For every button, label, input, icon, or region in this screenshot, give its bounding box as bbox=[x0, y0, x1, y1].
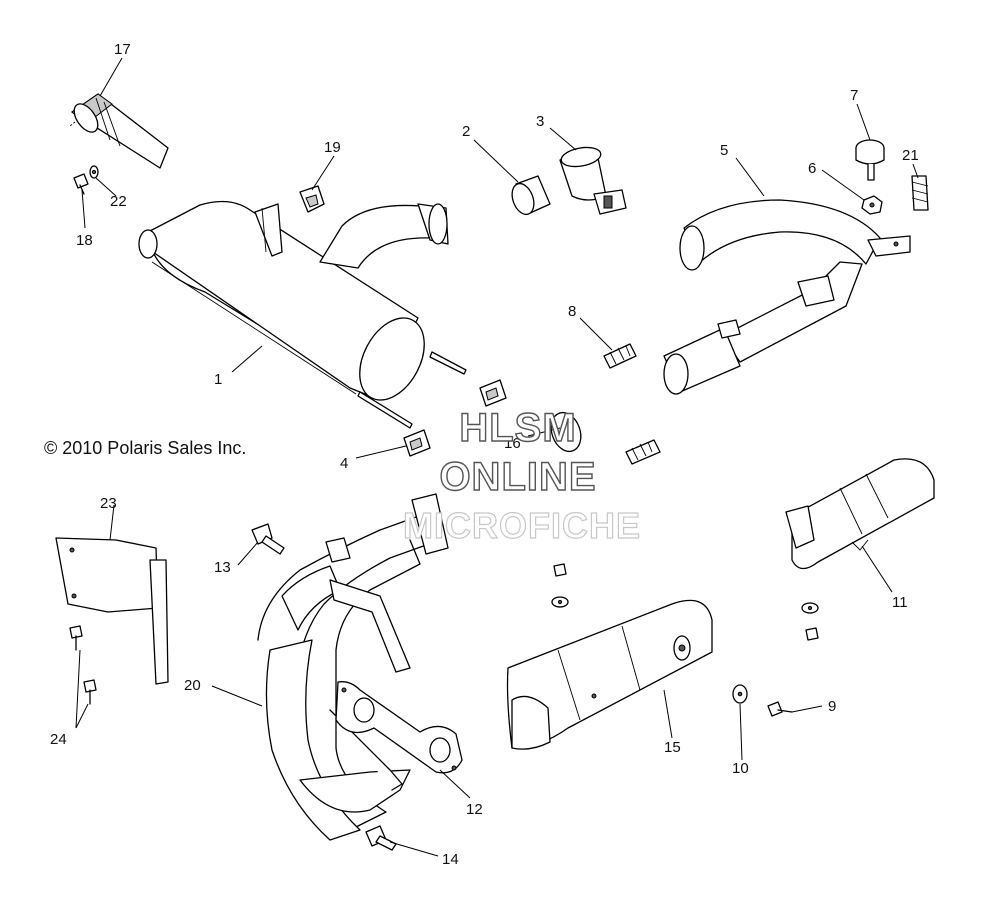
part-5-y-pipe bbox=[663, 199, 911, 395]
part-17-spark-arrestor bbox=[69, 93, 169, 169]
part-22-washer bbox=[89, 165, 99, 179]
leader-lines bbox=[75, 57, 919, 857]
part-2-seal-ring bbox=[511, 175, 551, 216]
part-16-ring bbox=[550, 411, 582, 453]
callout-18: 18 bbox=[76, 232, 93, 249]
watermark-line-3: MICROFICHE bbox=[403, 505, 641, 546]
callout-11: 11 bbox=[892, 594, 908, 611]
part-21-spring bbox=[911, 175, 929, 211]
part-6-nut bbox=[861, 195, 883, 215]
callout-22: 22 bbox=[110, 193, 127, 210]
callout-9: 9 bbox=[828, 698, 836, 715]
watermark-line-1: HLSM bbox=[459, 406, 576, 450]
part-13-bolt bbox=[251, 523, 285, 555]
part-1-muffler bbox=[138, 200, 467, 429]
callout-5: 5 bbox=[720, 142, 728, 159]
callout-12: 12 bbox=[466, 801, 483, 818]
callout-23: 23 bbox=[100, 495, 117, 512]
part-12-gasket bbox=[335, 681, 463, 774]
callout-13: 13 bbox=[214, 559, 231, 576]
callout-7: 7 bbox=[850, 87, 858, 104]
part-4-grommet bbox=[403, 379, 507, 457]
part-15-heat-shield bbox=[506, 599, 713, 750]
part-9-screw bbox=[767, 701, 793, 717]
callout-19: 19 bbox=[324, 139, 341, 156]
part-19-grommet bbox=[299, 185, 325, 213]
part-23-shield-bracket bbox=[55, 537, 169, 685]
callout-6: 6 bbox=[808, 160, 816, 177]
callout-16: 16 bbox=[504, 435, 521, 452]
part-14-bolt bbox=[365, 825, 397, 851]
part-7-stud bbox=[855, 139, 885, 181]
copyright-text: © 2010 Polaris Sales Inc. bbox=[44, 438, 246, 458]
hardware-fasteners bbox=[551, 563, 819, 641]
part-11-heat-shield bbox=[785, 458, 935, 570]
callout-3: 3 bbox=[536, 113, 544, 130]
part-24-screws bbox=[69, 625, 97, 705]
callout-15: 15 bbox=[664, 739, 681, 756]
callout-14: 14 bbox=[442, 851, 459, 868]
part-3-clamp bbox=[559, 146, 627, 215]
callout-20: 20 bbox=[184, 677, 201, 694]
part-10-washer bbox=[732, 684, 748, 704]
callout-10: 10 bbox=[732, 760, 749, 777]
callout-8: 8 bbox=[568, 303, 576, 320]
callout-24: 24 bbox=[50, 731, 67, 748]
watermark: HLSM ONLINE MICROFICHE bbox=[402, 405, 641, 546]
callout-4: 4 bbox=[340, 455, 348, 472]
part-8-spring bbox=[603, 343, 637, 369]
callout-17: 17 bbox=[114, 41, 131, 58]
callout-2: 2 bbox=[462, 123, 470, 140]
part-18-screw bbox=[73, 173, 89, 195]
callout-1: 1 bbox=[214, 371, 222, 388]
callout-labels: 17 22 18 1 19 2 3 5 6 7 21 8 4 16 11 23 … bbox=[50, 41, 919, 868]
callout-21: 21 bbox=[902, 147, 919, 164]
watermark-line-2: ONLINE bbox=[439, 455, 596, 499]
part-16-spring bbox=[625, 439, 661, 465]
